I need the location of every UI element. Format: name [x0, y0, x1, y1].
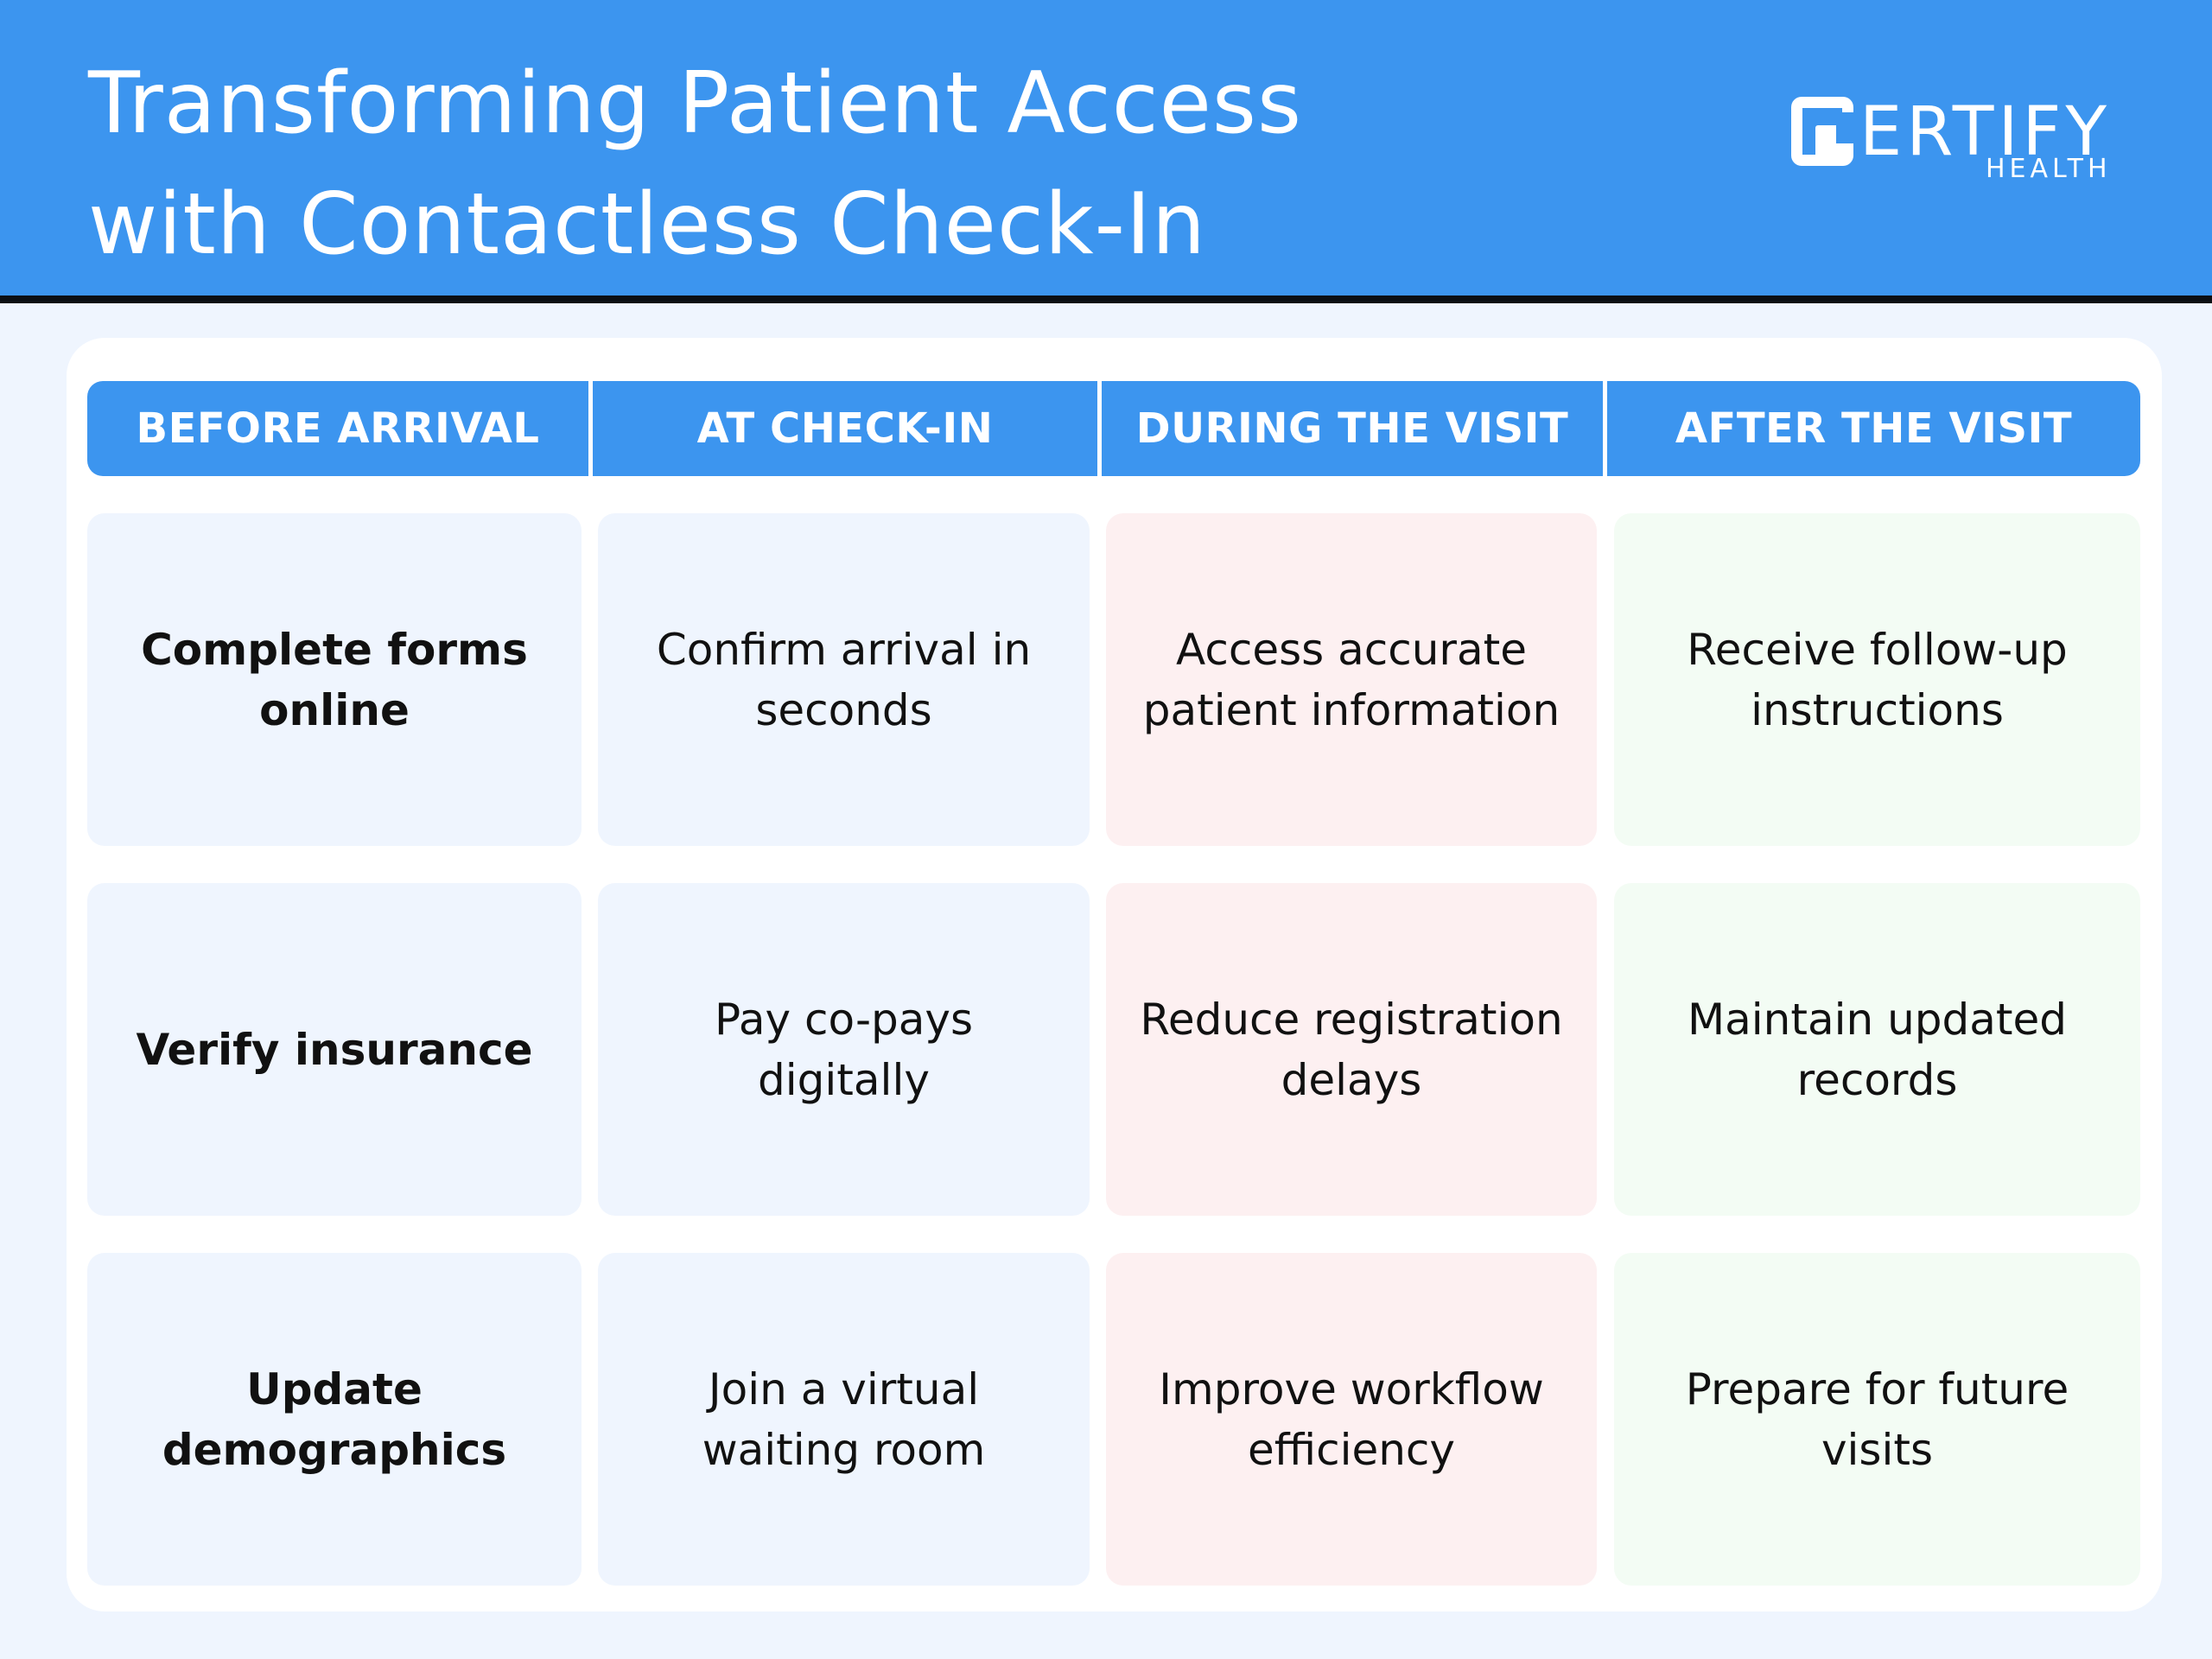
- cell-before-arrival-1: Complete forms online: [87, 513, 582, 846]
- stage-header-bar: BEFORE ARRIVAL AT CHECK-IN DURING THE VI…: [87, 381, 2140, 476]
- logo-wordmark: ERTIFY: [1859, 93, 2111, 171]
- logo-mark-gap: [1836, 112, 1853, 143]
- cell-at-check-in-1: Confirm arrival in seconds: [598, 513, 1090, 846]
- cell-after-visit-2: Maintain updated records: [1614, 883, 2140, 1216]
- page-title-line-2: with Contactless Check-In: [88, 175, 1206, 274]
- cell-at-check-in-3: Join a virtual waiting room: [598, 1253, 1090, 1586]
- logo-subtitle: HEALTH: [1986, 154, 2112, 184]
- column-header-at-check-in: AT CHECK-IN: [696, 404, 994, 453]
- column-divider: [1603, 381, 1607, 476]
- cell-after-visit-3: Prepare for future visits: [1614, 1253, 2140, 1586]
- column-divider: [588, 381, 593, 476]
- cell-before-arrival-2: Verify insurance: [87, 883, 582, 1216]
- header-divider: [0, 296, 2212, 303]
- page-title-line-1: Transforming Patient Access: [88, 54, 1303, 153]
- cell-at-check-in-2: Pay co-pays digitally: [598, 883, 1090, 1216]
- cell-after-visit-1: Receive follow-up instructions: [1614, 513, 2140, 846]
- cell-during-visit-3: Improve workflow efficiency: [1106, 1253, 1597, 1586]
- certify-health-logo: ERTIFY HEALTH: [1789, 93, 2134, 188]
- column-header-after-visit: AFTER THE VISIT: [1675, 404, 2073, 453]
- column-divider: [1097, 381, 1102, 476]
- column-header-during-visit: DURING THE VISIT: [1135, 404, 1569, 453]
- cell-before-arrival-3: Update demographics: [87, 1253, 582, 1586]
- cell-during-visit-1: Access accurate patient information: [1106, 513, 1597, 846]
- cell-during-visit-2: Reduce registration delays: [1106, 883, 1597, 1216]
- page-title: Transforming Patient Access with Contact…: [88, 43, 1557, 285]
- column-header-before-arrival: BEFORE ARRIVAL: [136, 404, 540, 453]
